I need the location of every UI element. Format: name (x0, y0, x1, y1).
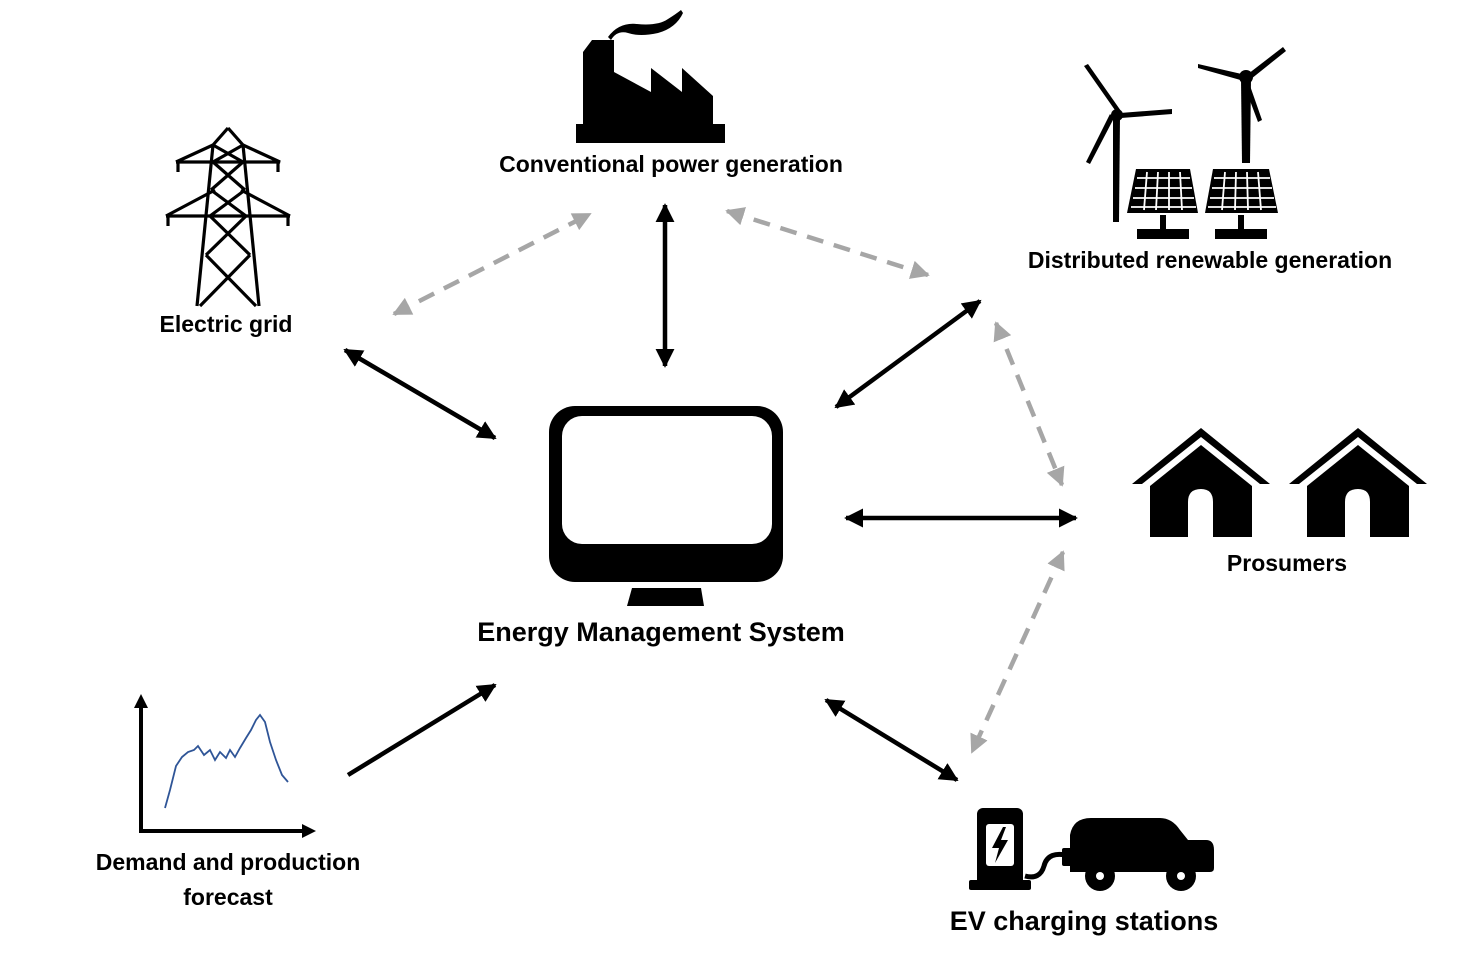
ev-charging-label: EV charging stations (949, 906, 1219, 936)
house-1-icon (1132, 428, 1270, 537)
ems-label: Energy Management System (477, 617, 845, 647)
factory-icon (576, 10, 725, 143)
solid-arrows (343, 203, 1078, 782)
houses-icon (1132, 428, 1427, 537)
conventional-generation-label: Conventional power generation (499, 151, 843, 177)
house-2-icon (1289, 428, 1427, 537)
dashed-arrow-renewable-prosumers (993, 321, 1065, 487)
dashed-arrow-grid-conventional (392, 211, 592, 317)
power-tower-icon (165, 126, 291, 308)
dashed-arrow-prosumers-ev (969, 550, 1066, 754)
arrow-renewable-ems (834, 299, 982, 409)
forecast-chart-icon (134, 694, 316, 838)
monitor-icon (549, 406, 783, 606)
forecast-curve (164, 713, 289, 809)
forecast-label-line2: forecast (183, 884, 273, 910)
wind-solar-icon (1084, 47, 1286, 239)
prosumers-label: Prosumers (1226, 550, 1348, 576)
renewable-generation-label: Distributed renewable generation (1027, 247, 1393, 273)
ev-charger-icon (969, 808, 1214, 891)
dashed-arrows (392, 207, 1066, 754)
forecast-label-line1: Demand and production (95, 849, 361, 875)
arrow-ev-ems (824, 698, 959, 782)
electric-grid-label: Electric grid (159, 311, 293, 337)
arrow-grid-ems (343, 348, 497, 440)
arrow-forecast-ems (346, 683, 497, 777)
dashed-arrow-conventional-renewable (725, 207, 930, 279)
